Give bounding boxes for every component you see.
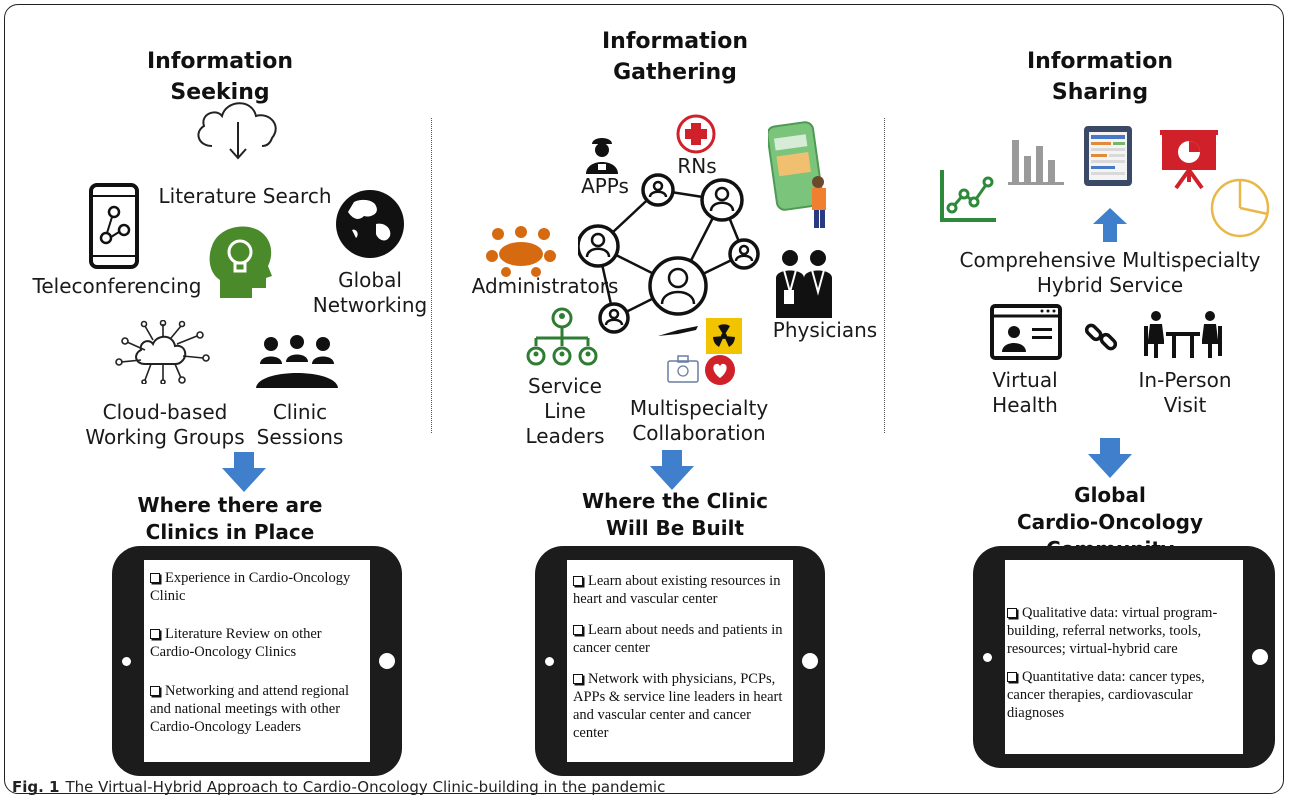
- checkbox-icon: [150, 629, 160, 639]
- tablet-home-button: [379, 653, 395, 669]
- label-teleconferencing: Teleconferencing: [32, 274, 202, 298]
- column-divider: [884, 118, 885, 433]
- checkbox-icon: [573, 674, 583, 684]
- org-chart-icon: [526, 307, 598, 366]
- caption-label: Fig. 1: [12, 778, 60, 796]
- tablet-clinics-in-place: Experience in Cardio-Oncology Clinic Lit…: [112, 546, 402, 776]
- tablet-camera: [545, 657, 554, 666]
- tablet-screen: Experience in Cardio-Oncology Clinic Lit…: [144, 560, 370, 762]
- label-rns: RNs: [677, 154, 717, 178]
- label-administrators: Administrators: [471, 274, 619, 298]
- meeting-table-icon: [1144, 311, 1222, 358]
- label-literature-search: Literature Search: [158, 184, 332, 208]
- cloud-download-icon: [197, 102, 277, 160]
- heart-icon: [705, 355, 735, 385]
- pie-chart-icon: [1210, 178, 1270, 238]
- checkbox-icon: [150, 686, 160, 696]
- checkbox-icon: [1007, 608, 1017, 618]
- tablet-global-community: Qualitative data: virtual program-buildi…: [973, 546, 1275, 768]
- people-network-icon: [578, 173, 760, 334]
- label-apps: APPs: [581, 174, 629, 198]
- smartphone-network-icon: [89, 183, 139, 269]
- head-lightbulb-icon: [209, 226, 272, 298]
- figure-caption: Fig. 1 The Virtual-Hybrid Approach to Car…: [12, 778, 665, 796]
- bullet-item: Quantitative data: cancer types, cancer …: [1007, 669, 1205, 721]
- tablet-home-button: [1252, 649, 1268, 665]
- checkbox-icon: [573, 576, 583, 586]
- conference-table-icon: [486, 226, 556, 277]
- up-arrow-icon: [1093, 208, 1127, 242]
- scalpel-icon: [658, 326, 698, 336]
- destination-clinics-in-place: Where there are Clinics in Place: [137, 493, 323, 544]
- tablet-screen: Learn about existing resources in heart …: [567, 560, 793, 762]
- bullet-item: Network with physicians, PCPs, APPs & se…: [573, 671, 783, 741]
- report-tablet-icon: [1084, 126, 1132, 186]
- down-arrow-icon: [1088, 438, 1132, 478]
- globe-icon: [336, 190, 404, 258]
- tablet-user-icon: [768, 121, 826, 228]
- video-call-icon: [990, 304, 1062, 360]
- figure-frame: [4, 4, 1284, 794]
- bullet-item: Networking and attend regional and natio…: [150, 683, 350, 735]
- destination-clinic-will-be-built: Where the Clinic Will Be Built: [582, 489, 768, 540]
- label-comprehensive-hybrid-service: Comprehensive Multispecialty Hybrid Serv…: [959, 248, 1261, 297]
- label-service-line-leaders: Service Line Leaders: [525, 374, 605, 448]
- checkbox-icon: [1007, 672, 1017, 682]
- label-physicians: Physicians: [772, 318, 878, 342]
- label-virtual-health: Virtual Health: [992, 368, 1058, 417]
- red-cross-icon: [676, 114, 716, 154]
- bullet-item: Experience in Cardio-Oncology Clinic: [150, 570, 351, 604]
- label-cloud-working-groups: Cloud-based Working Groups: [85, 400, 245, 449]
- bullet-item: Literature Review on other Cardio-Oncolo…: [150, 626, 322, 660]
- label-in-person-visit: In-Person Visit: [1138, 368, 1232, 417]
- down-arrow-icon: [222, 452, 266, 492]
- bar-chart-icon: [1008, 140, 1064, 185]
- doctors-icon: [776, 250, 832, 318]
- radiation-icon: [706, 318, 742, 354]
- column-divider: [431, 118, 432, 433]
- cloud-network-icon: [115, 320, 210, 384]
- tablet-clinic-will-be-built: Learn about existing resources in heart …: [535, 546, 825, 776]
- down-arrow-icon: [650, 450, 694, 490]
- presentation-icon: [1160, 130, 1218, 190]
- line-chart-icon: [940, 170, 996, 222]
- tablet-camera: [122, 657, 131, 666]
- meeting-group-icon: [256, 335, 338, 388]
- nurse-icon: [586, 138, 618, 174]
- tablet-camera: [983, 653, 992, 662]
- link-icon: [1084, 323, 1118, 351]
- label-global-networking: Global Networking: [312, 268, 428, 317]
- label-clinic-sessions: Clinic Sessions: [256, 400, 344, 449]
- header-information-seeking: Information Seeking: [147, 49, 293, 105]
- caption-text: The Virtual-Hybrid Approach to Cardio-On…: [65, 778, 666, 796]
- medical-bag-icon: [667, 355, 699, 383]
- tablet-screen: Qualitative data: virtual program-buildi…: [1005, 560, 1243, 754]
- checkbox-icon: [150, 573, 160, 583]
- bullet-item: Qualitative data: virtual program-buildi…: [1007, 605, 1218, 657]
- header-information-gathering: Information Gathering: [602, 29, 748, 85]
- bullet-item: Learn about needs and patients in cancer…: [573, 622, 783, 656]
- bullet-item: Learn about existing resources in heart …: [573, 573, 781, 607]
- network-node: [578, 173, 760, 334]
- header-information-sharing: Information Sharing: [1027, 49, 1173, 105]
- tablet-home-button: [802, 653, 818, 669]
- checkbox-icon: [573, 625, 583, 635]
- label-multispecialty-collaboration: Multispecialty Collaboration: [629, 396, 769, 445]
